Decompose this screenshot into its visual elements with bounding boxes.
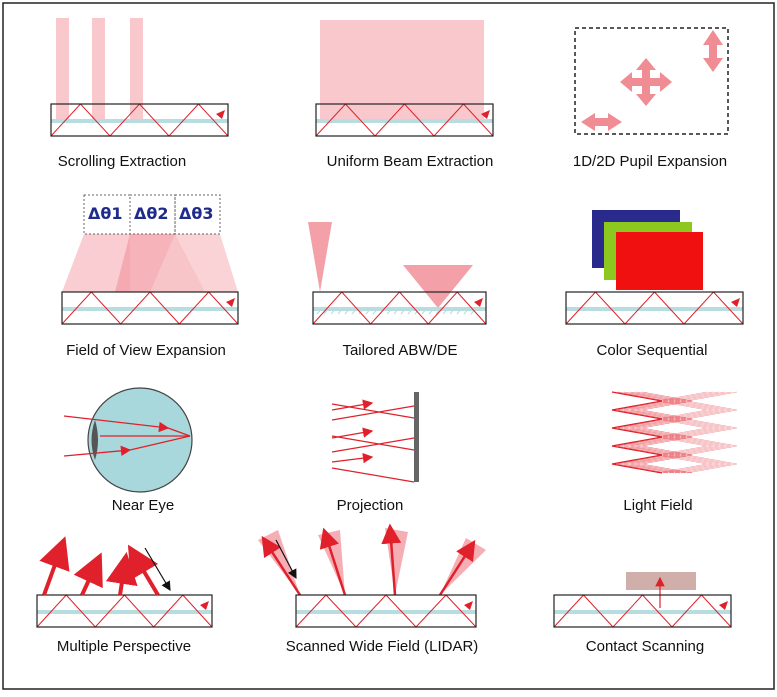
panel-color-sequential	[565, 210, 744, 325]
waveguide	[36, 594, 213, 628]
waveguide	[565, 291, 744, 325]
angle-label-1: Δθ1	[88, 204, 123, 223]
panel-light-field	[611, 391, 738, 474]
panel-pupil-expansion	[574, 27, 729, 135]
horizontal-arrow-icon	[581, 113, 622, 131]
panel-scanned-lidar	[258, 523, 486, 628]
waveguide	[50, 103, 229, 137]
caption-uniform-beam: Uniform Beam Extraction	[326, 153, 494, 170]
caption-near-eye: Near Eye	[111, 497, 175, 514]
panel-uniform-beam	[315, 20, 494, 137]
cross-arrow-icon	[620, 58, 672, 106]
waveguide	[61, 291, 239, 325]
caption-tailored-abw: Tailored ABW/DE	[342, 342, 458, 359]
angle-label-2: Δθ2	[134, 204, 169, 223]
panel-projection	[331, 392, 419, 483]
panel-near-eye	[63, 387, 193, 493]
caption-fov-expansion: Field of View Expansion	[66, 342, 226, 359]
panel-fov-expansion: Δθ1 Δθ2 Δθ3	[61, 194, 239, 325]
panel-scrolling-extraction	[50, 18, 229, 137]
caption-light-field: Light Field	[623, 497, 693, 514]
angle-label-3: Δθ3	[179, 204, 214, 223]
waveguide	[553, 594, 732, 628]
waveguide	[315, 103, 494, 137]
caption-scanned-lidar: Scanned Wide Field (LIDAR)	[285, 638, 479, 655]
panel-contact-scanning	[553, 572, 732, 628]
waveguide	[295, 594, 477, 628]
caption-multiple-perspective: Multiple Perspective	[56, 638, 192, 655]
caption-projection: Projection	[336, 497, 404, 514]
panel-tailored-abw	[308, 222, 487, 325]
vertical-arrow-icon	[703, 30, 723, 72]
waveguide	[312, 291, 487, 325]
panel-multiple-perspective	[36, 536, 213, 628]
caption-scrolling-extraction: Scrolling Extraction	[57, 153, 187, 170]
caption-color-sequential: Color Sequential	[596, 342, 708, 359]
caption-pupil-expansion: 1D/2D Pupil Expansion	[572, 153, 728, 170]
eye-icon	[87, 387, 193, 493]
caption-contact-scanning: Contact Scanning	[585, 638, 705, 655]
contact-object	[626, 572, 696, 590]
